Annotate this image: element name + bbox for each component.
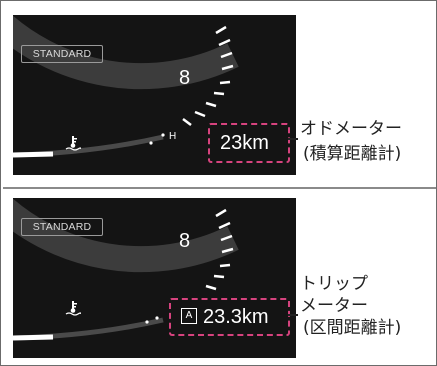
callout-line: (区間距離計)	[303, 318, 402, 338]
callout-leader-line	[288, 138, 298, 140]
meter-panel-odometer: STANDARD 8 H 23km	[13, 15, 296, 175]
temperature-h-label: H	[169, 131, 177, 142]
odometer-display-highlight: 23km	[208, 123, 290, 163]
trip-a-icon: A	[181, 307, 197, 324]
coolant-temperature-icon	[65, 135, 81, 151]
speed-scale-digit: 8	[179, 67, 191, 89]
callout-line: メーター	[300, 296, 368, 316]
speed-scale-digit: 8	[179, 230, 191, 252]
gauge-graphic	[13, 198, 239, 341]
callout-line: トリップ	[300, 274, 368, 294]
drive-mode-label: STANDARD	[21, 218, 103, 236]
callout-line: オドメーター	[300, 119, 402, 139]
drive-mode-label: STANDARD	[21, 45, 103, 63]
gauge-graphic	[13, 15, 239, 158]
odometer-value: 23km	[220, 132, 269, 154]
callout-leader-line	[288, 314, 298, 316]
callout-line: (積算距離計)	[303, 144, 402, 164]
trip-meter-value: 23.3km	[203, 306, 269, 328]
trip-meter-callout: トリップ メーター (区間距離計)	[300, 273, 401, 339]
trip-meter-display-highlight: A 23.3km	[169, 298, 290, 336]
coolant-temperature-icon	[65, 300, 81, 316]
meter-panel-trip: STANDARD 8 A 23.3km	[13, 198, 296, 358]
section-divider	[3, 187, 436, 189]
odometer-callout: オドメーター (積算距離計)	[300, 118, 402, 165]
